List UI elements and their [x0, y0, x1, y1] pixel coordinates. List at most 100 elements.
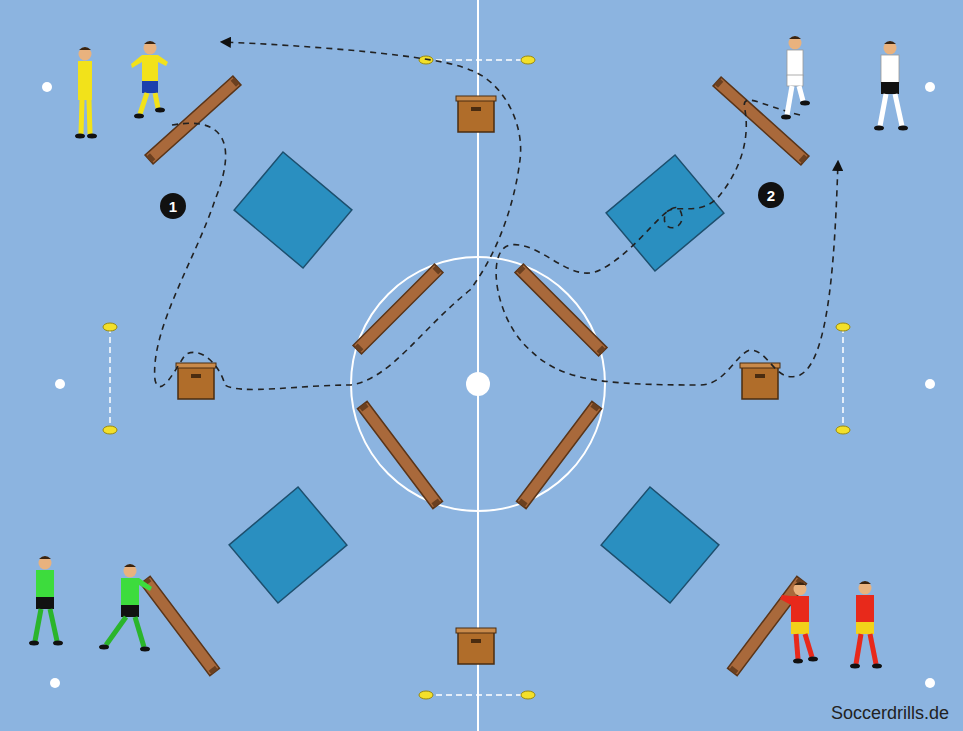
benches-part [145, 76, 241, 164]
player-red-part [780, 595, 809, 623]
player-white-part [789, 36, 801, 39]
player-white [781, 36, 810, 120]
player-red-part [808, 657, 818, 662]
player-yellow-part [131, 55, 168, 82]
benches-part [358, 401, 443, 508]
player-yellow-part [79, 47, 91, 50]
vaulting-boxes-part [740, 363, 780, 399]
player-white-part [787, 75, 803, 86]
callout-number-text: 1 [169, 199, 177, 214]
player-red-part [856, 595, 874, 623]
player-green [29, 556, 63, 646]
vaulting-boxes-part [456, 628, 496, 664]
player-white-part [781, 115, 791, 120]
player-red-part [870, 634, 876, 664]
player-white [874, 41, 908, 131]
player-white-part [874, 126, 884, 131]
player-white-part [789, 37, 802, 50]
player-yellow-part [144, 42, 157, 55]
player-yellow-part [134, 114, 144, 119]
player-red-part [805, 634, 812, 657]
player-red-part [872, 664, 882, 669]
player-yellow [75, 47, 97, 139]
player-red-part [791, 622, 809, 634]
player-red-part [793, 659, 803, 664]
run-paths-part [496, 100, 838, 385]
callout-number-text: 2 [767, 188, 775, 203]
player-red-part [794, 582, 806, 585]
cone-gates-part-part [103, 323, 117, 331]
corner-dots [42, 82, 935, 688]
cone-gates-part [842, 327, 844, 430]
player-white-part [799, 86, 803, 101]
cone-gates-part-part [521, 691, 535, 699]
run-paths-part [155, 42, 521, 389]
players [29, 36, 908, 669]
player-white-part [898, 126, 908, 131]
player-yellow-part [155, 93, 158, 108]
cone-gates-part-part [419, 56, 433, 64]
corner-dots-part [42, 82, 52, 92]
player-yellow-part [140, 93, 147, 114]
player-white-part [800, 101, 810, 106]
player-green-part [36, 597, 54, 609]
player-yellow-part [78, 61, 92, 89]
player-yellow [131, 41, 168, 119]
cone-gates-part-part [419, 691, 433, 699]
callout-number: 2 [758, 182, 784, 208]
player-yellow-part [144, 41, 156, 44]
player-green-part [50, 609, 57, 641]
player-green-part [99, 645, 109, 650]
gym-mats-part [229, 487, 347, 603]
corner-dots-part [925, 82, 935, 92]
benches-part [141, 576, 220, 675]
benches-part [515, 264, 607, 356]
player-red [850, 581, 882, 669]
player-yellow-part [89, 100, 90, 134]
player-yellow-part [75, 134, 85, 139]
player-white-part [787, 86, 792, 115]
watermark: Soccerdrills.de [831, 703, 949, 725]
player-white-part [880, 94, 886, 126]
player-yellow-part [79, 48, 92, 61]
player-white-part [884, 41, 896, 44]
cone-gates-part-part [103, 426, 117, 434]
player-yellow-part [142, 81, 158, 93]
benches-part [353, 264, 443, 354]
player-green-part [35, 609, 41, 641]
center-spot [466, 372, 490, 396]
benches [141, 76, 809, 675]
player-white-part [884, 42, 897, 55]
player-red-part [850, 664, 860, 669]
player-red-part [859, 581, 871, 584]
player-green-part [29, 641, 39, 646]
cone-gates-part [103, 56, 850, 699]
player-red-part [796, 634, 798, 659]
cone-gates-part [426, 694, 528, 696]
player-yellow-part [81, 100, 82, 134]
run-paths [155, 42, 838, 389]
cone-gates-part-part [836, 426, 850, 434]
cone-gates [103, 56, 850, 699]
player-green-part [106, 617, 126, 645]
player-green-part [124, 565, 137, 578]
vaulting-boxes [176, 96, 780, 664]
player-green-part [124, 564, 136, 567]
benches-part [517, 401, 602, 508]
vaulting-boxes-part [176, 363, 216, 399]
player-red-part [856, 622, 874, 634]
player-green-part [121, 578, 152, 606]
player-yellow-part [87, 134, 97, 139]
player-green-part [135, 617, 144, 647]
player-green-part [39, 557, 52, 570]
player-red-part [794, 583, 807, 596]
player-red-part [859, 582, 872, 595]
player-white-part [787, 50, 803, 76]
corner-dots-part [925, 678, 935, 688]
field-lines-part [351, 257, 605, 511]
corner-dots-part [50, 678, 60, 688]
gym-mats [229, 152, 724, 603]
